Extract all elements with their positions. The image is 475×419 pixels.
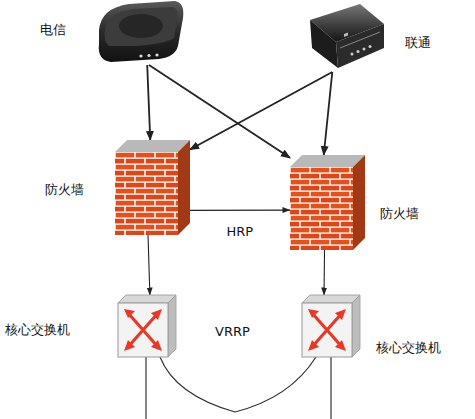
downlink-wire	[330, 357, 331, 419]
arrow-connector	[147, 65, 150, 140]
core-switch: 核心交换机	[302, 295, 360, 357]
brick-wall-symbol	[115, 140, 190, 235]
modem-symbol	[95, 0, 185, 65]
switch-symbol	[302, 295, 360, 357]
arrow-connector	[323, 250, 325, 295]
node-label: 核心交换机	[376, 340, 441, 356]
edge-label: HRP	[227, 224, 254, 240]
node-label: 防火墙	[380, 206, 419, 222]
switch-symbol	[118, 295, 176, 357]
arrow-connector	[148, 235, 150, 295]
node-label: 核心交换机	[5, 322, 70, 338]
unicom-modem: 联通	[300, 2, 385, 72]
arrow-connector	[190, 72, 332, 150]
protocol-label: VRRP	[215, 324, 250, 340]
interlink-wire	[160, 357, 316, 412]
arrow-connector	[324, 72, 333, 155]
firewall-icon: 防火墙	[115, 140, 190, 235]
arrow-connector	[190, 210, 290, 211]
telecom-modem: 电信	[95, 0, 185, 65]
brick-wall-symbol	[290, 155, 365, 250]
downlink-wire	[145, 357, 146, 419]
core-switch: 核心交换机	[118, 295, 176, 357]
node-label: 电信	[40, 22, 66, 38]
node-label: 防火墙	[45, 182, 84, 198]
modem-symbol	[300, 2, 385, 72]
node-label: 联通	[405, 35, 431, 51]
firewall-icon: 防火墙	[290, 155, 365, 250]
